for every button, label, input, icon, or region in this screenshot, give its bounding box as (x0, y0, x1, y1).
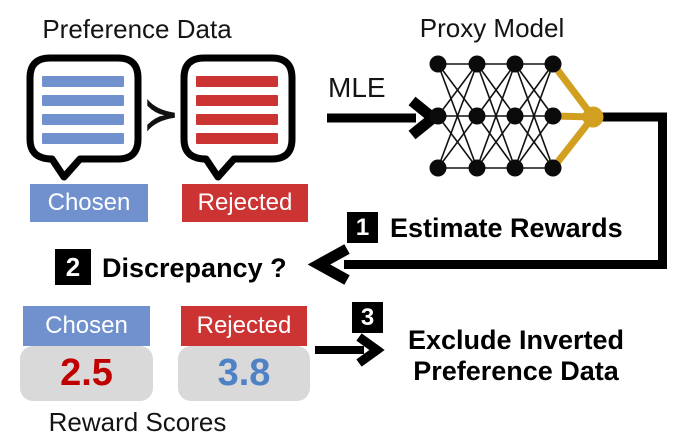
step-3-label: Exclude Inverted Preference Data (386, 325, 646, 387)
step-1-label: Estimate Rewards (390, 213, 623, 243)
rejected-score-header: Rejected (181, 306, 307, 346)
preference-data-title: Preference Data (42, 14, 232, 44)
reward-scores-caption: Reward Scores (48, 407, 227, 437)
proxy-model-title: Proxy Model (419, 13, 565, 43)
rejected-tag: Rejected (182, 184, 308, 222)
succeeds-symbol: ≻ (142, 89, 180, 140)
step-3-badge: 3 (352, 302, 383, 333)
chosen-tag: Chosen (30, 184, 148, 222)
mle-arrow-icon (327, 96, 442, 140)
chosen-score-value: 2.5 (20, 346, 153, 401)
rejected-score-card: Rejected 3.8 (178, 306, 310, 401)
chosen-score-card: Chosen 2.5 (20, 306, 153, 401)
mle-label: MLE (328, 72, 386, 103)
rejected-score-value: 3.8 (178, 346, 310, 401)
step-2-label: Discrepancy ? (102, 253, 287, 283)
step-2-badge: 2 (55, 249, 91, 285)
step-3-label-line2: Preference Data (413, 356, 619, 386)
feedback-arrow-icon (307, 112, 667, 285)
step-3-label-line1: Exclude Inverted (407, 325, 625, 355)
chosen-speech-bubble-icon (26, 54, 142, 181)
rejected-speech-bubble-icon (180, 54, 296, 181)
exclude-arrow-icon (315, 333, 385, 367)
chosen-score-header: Chosen (23, 306, 150, 346)
neural-network-icon (429, 55, 604, 177)
step-1-badge: 1 (347, 212, 378, 243)
